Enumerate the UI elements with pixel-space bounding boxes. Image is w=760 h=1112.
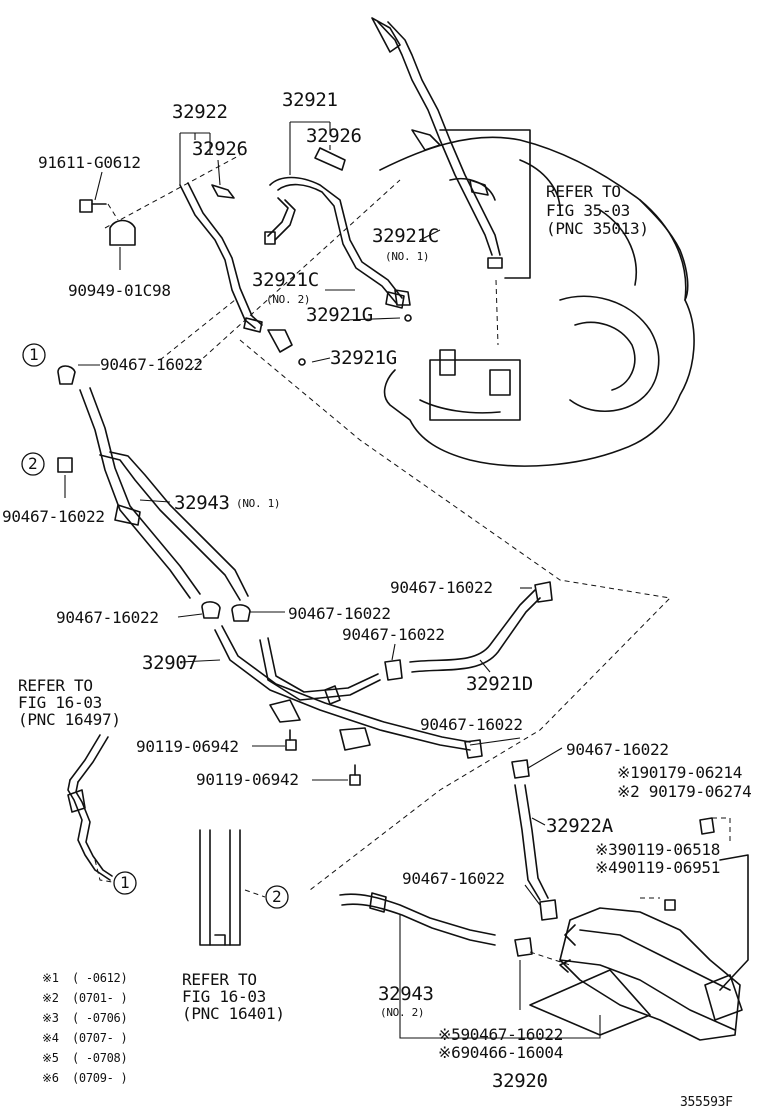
refer-fig-35-03-line3: (PNC 35013) [546,219,649,238]
clamp-90467-16022-b: 90467-16022 [2,507,105,526]
part-90119-06518: ※390119-06518 [595,840,721,859]
no2-hose-note: (NO. 2) [380,1006,425,1019]
part-32920: 32920 [492,1070,548,1092]
part-32921c-no2: 32921C [252,269,319,291]
part-90179-06214: ※190179-06214 [617,763,743,782]
refer-fig-16-03-b-line3: (PNC 16401) [182,1004,285,1023]
footnote-range: (0707- ) [72,1031,128,1045]
part-32921: 32921 [282,89,338,111]
clamp-90467-16022-i: 90467-16022 [402,869,505,888]
footnote-mark: ※6 [42,1071,59,1085]
footnote-mark: ※4 [42,1031,59,1045]
ref-circle-2-upper: 2 [28,454,38,473]
no1-sensor-note: (NO. 1) [385,250,430,263]
ref-circle-1-lower: 1 [120,873,130,892]
part-32921g-b: 32921G [330,347,397,369]
part-32922: 32922 [172,101,228,123]
footnote-range: ( -0612) [72,971,128,985]
part-32926-a: 32926 [192,138,248,160]
clamp-90467-16022-c: 90467-16022 [390,578,493,597]
footnote-range: (0701- ) [72,991,128,1005]
ref-circle-1-upper: 1 [29,345,39,364]
part-91611-g0612: 91611-G0612 [38,153,141,172]
footnote-range: ( -0706) [72,1011,128,1025]
part-90949-01c98: 90949-01C98 [68,281,171,300]
clamp-90467-16022-j: ※590467-16022 [438,1025,564,1044]
clamp-90467-16022-d: 90467-16022 [56,608,159,627]
transmission-outline [379,136,695,467]
no1-hose-note: (NO. 1) [236,497,281,510]
pipe-32907 [214,625,471,751]
ref-circle-2-lower: 2 [272,887,282,906]
part-32921g-a: 32921G [306,304,373,326]
radiator-rail [199,829,241,946]
clamp-90467-16022-a: 90467-16022 [100,355,203,374]
refer-fig-35-03-line1: REFER TO [546,182,621,201]
refer-fig-16-03-b-line2: FIG 16-03 [182,987,266,1006]
footnote-range: (0709- ) [72,1071,128,1085]
footnote-mark: ※5 [42,1051,59,1065]
clamp-90467-16022-f: 90467-16022 [342,625,445,644]
part-32907: 32907 [142,652,198,674]
part-32943-no2: 32943 [378,983,434,1005]
part-32943-no1: 32943 [174,492,230,514]
footnote-mark: ※3 [42,1011,59,1025]
part-32926-b: 32926 [306,125,362,147]
part-32921c-no1: 32921C [372,225,439,247]
dipstick-tube [371,17,503,269]
part-32922a: 32922A [546,815,613,837]
part-90119-06951: ※490119-06951 [595,858,721,877]
clamp-90466-16004: ※690466-16004 [438,1043,564,1062]
bolt-90119-06942-b: 90119-06942 [196,770,299,789]
no2-sensor-note: (NO. 2) [266,293,311,306]
footnote-mark: ※2 [42,991,59,1005]
diagram-code: 355593F [680,1095,733,1110]
footnote-range: ( -0708) [72,1051,128,1065]
oil-cooler [529,817,749,1041]
refer-fig-16-03-b-line1: REFER TO [182,970,257,989]
clamp-90467-16022-e: 90467-16022 [288,604,391,623]
refer-fig-16-03-a-line1: REFER TO [18,676,93,695]
footnote-mark: ※1 [42,971,59,985]
clamp-90467-16022-h: 90467-16022 [566,740,669,759]
hose-32943-no1 [79,387,249,601]
refer-fig-16-03-a-line3: (PNC 16497) [18,710,121,729]
clamp-90467-16022-g: 90467-16022 [420,715,523,734]
bolt-90119-06942-a: 90119-06942 [136,737,239,756]
refer-fig-16-03-a-line2: FIG 16-03 [18,693,102,712]
cooler-pipes-upper [179,176,405,333]
part-90179-06274: ※2 90179-06274 [617,782,752,801]
refer-fig-35-03-line2: FIG 35-03 [546,201,630,220]
part-32921d: 32921D [466,673,533,695]
